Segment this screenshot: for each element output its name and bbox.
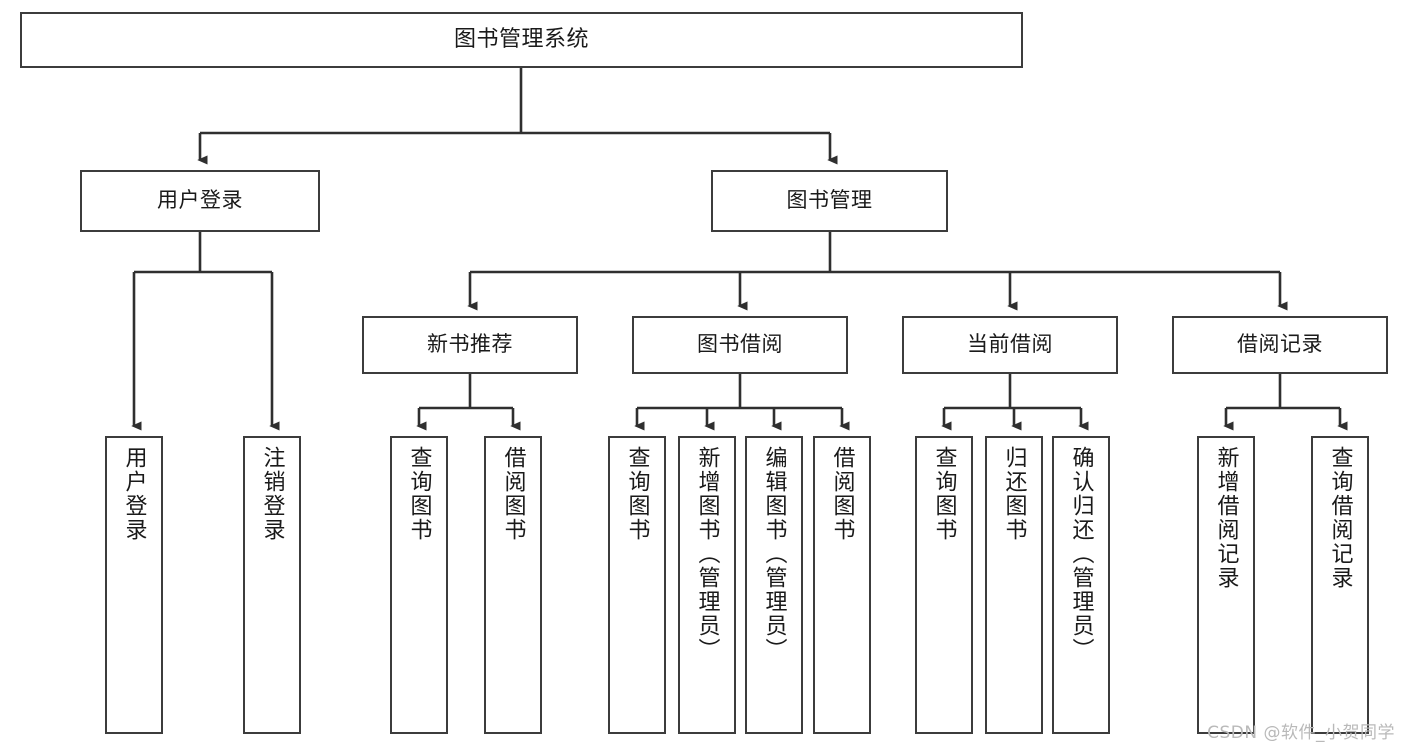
node-leaf-return-book[interactable]: 归还图书 [985, 436, 1043, 734]
node-leaf-logout[interactable]: 注销登录 [243, 436, 301, 734]
node-current-borrow[interactable]: 当前借阅 [902, 316, 1118, 374]
node-leaf-query-book-2[interactable]: 查询图书 [608, 436, 666, 734]
node-leaf-query-book-1[interactable]: 查询图书 [390, 436, 448, 734]
node-leaf-borrow-book-1-label: 借阅图书 [500, 446, 526, 542]
node-leaf-confirm-return-label: 确认归还（管理员） [1068, 446, 1094, 662]
node-leaf-confirm-return[interactable]: 确认归还（管理员） [1052, 436, 1110, 734]
node-leaf-add-book[interactable]: 新增图书（管理员） [678, 436, 736, 734]
node-leaf-add-record[interactable]: 新增借阅记录 [1197, 436, 1255, 734]
node-root-label: 图书管理系统 [453, 26, 589, 52]
node-book-manage-label: 图书管理 [786, 188, 873, 213]
node-current-borrow-label: 当前借阅 [967, 332, 1053, 357]
node-leaf-query-record[interactable]: 查询借阅记录 [1311, 436, 1369, 734]
node-new-book-recommend-label: 新书推荐 [427, 332, 513, 357]
node-borrow-record[interactable]: 借阅记录 [1172, 316, 1388, 374]
node-leaf-add-record-label: 新增借阅记录 [1213, 446, 1239, 590]
node-book-borrow-label: 图书借阅 [697, 332, 783, 357]
node-leaf-query-book-3[interactable]: 查询图书 [915, 436, 973, 734]
node-leaf-user-login[interactable]: 用户登录 [105, 436, 163, 734]
node-leaf-edit-book[interactable]: 编辑图书（管理员） [745, 436, 803, 734]
node-leaf-borrow-book-2-label: 借阅图书 [829, 446, 855, 542]
node-leaf-return-book-label: 归还图书 [1001, 446, 1027, 542]
node-leaf-edit-book-label: 编辑图书（管理员） [761, 446, 787, 662]
watermark: CSDN @软件_小贺同学 [1207, 723, 1395, 743]
node-user-login[interactable]: 用户登录 [80, 170, 320, 232]
node-leaf-query-book-2-label: 查询图书 [624, 446, 650, 542]
node-book-manage[interactable]: 图书管理 [711, 170, 948, 232]
node-user-login-label: 用户登录 [157, 188, 243, 213]
node-leaf-query-record-label: 查询借阅记录 [1327, 446, 1353, 590]
node-root-system[interactable]: 图书管理系统 [20, 12, 1023, 68]
node-leaf-user-login-label: 用户登录 [121, 446, 147, 542]
node-new-book-recommend[interactable]: 新书推荐 [362, 316, 578, 374]
node-leaf-add-book-label: 新增图书（管理员） [694, 446, 720, 662]
node-book-borrow[interactable]: 图书借阅 [632, 316, 848, 374]
node-borrow-record-label: 借阅记录 [1237, 332, 1323, 357]
node-leaf-borrow-book-2[interactable]: 借阅图书 [813, 436, 871, 734]
node-leaf-query-book-3-label: 查询图书 [931, 446, 957, 542]
node-leaf-logout-label: 注销登录 [259, 446, 285, 542]
node-leaf-borrow-book-1[interactable]: 借阅图书 [484, 436, 542, 734]
node-leaf-query-book-1-label: 查询图书 [406, 446, 432, 542]
